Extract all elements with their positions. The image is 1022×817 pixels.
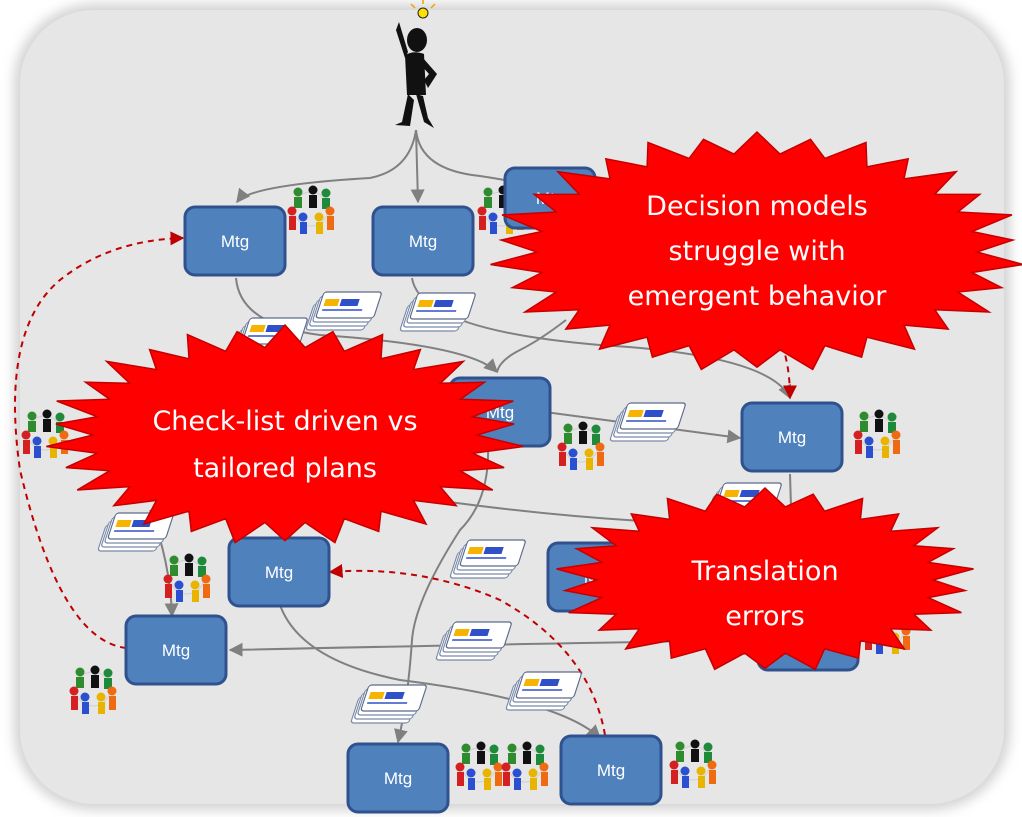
meeting-node: Mtg	[346, 742, 450, 814]
callout-text: Decision models	[646, 191, 868, 222]
meeting-node-label: Mtg	[162, 641, 190, 660]
meeting-node: Mtg	[371, 205, 475, 277]
meeting-node: Mtg	[559, 734, 663, 806]
callout-text: errors	[725, 601, 804, 632]
meeting-node-label: Mtg	[597, 761, 625, 780]
callout-text: Translation	[690, 556, 838, 587]
meeting-node: Mtg	[183, 205, 287, 277]
thinking-person-icon	[395, 0, 437, 128]
callout-burst: Decision models struggle with emergent beh…	[490, 130, 1022, 371]
callout-burst: Check-list driven vs tailored plans	[46, 323, 524, 544]
callout-text: emergent behavior	[628, 281, 888, 312]
meeting-node-label: Mtg	[265, 563, 293, 582]
meeting-node: Mtg	[740, 401, 844, 473]
callout-text: struggle with	[668, 236, 845, 267]
callouts: Decision models struggle with emergent beh…	[46, 130, 1022, 671]
callout-text: tailored plans	[193, 453, 377, 484]
meeting-node: Mtg	[124, 614, 228, 686]
meeting-node-label: Mtg	[409, 232, 437, 251]
meeting-node: Mtg	[227, 536, 331, 608]
callout-text: Check-list driven vs	[152, 406, 417, 437]
meeting-node-label: Mtg	[221, 232, 249, 251]
meeting-node-label: Mtg	[778, 428, 806, 447]
meeting-node-label: Mtg	[384, 769, 412, 788]
callout-burst: Translation errors	[556, 486, 974, 671]
